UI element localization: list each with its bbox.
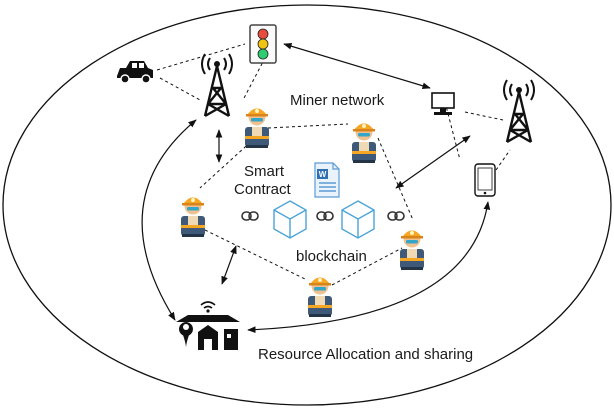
data-flow-arrows [141, 42, 491, 334]
smart-home-icon [176, 301, 240, 350]
computer-icon [431, 92, 455, 115]
chain-link-icon [241, 211, 259, 221]
miner-icon [400, 230, 424, 270]
chain-link-icon [387, 211, 405, 221]
miner-network-label: Miner network [290, 92, 385, 109]
miner-icon [181, 197, 205, 237]
blockchain-label: blockchain [296, 248, 367, 265]
miner-icon [245, 108, 269, 148]
smart-contract-label-line2: Contract [234, 181, 292, 198]
blockchain-cube-icon [273, 200, 307, 239]
tablet-icon [474, 163, 496, 197]
car-icon [117, 61, 153, 84]
blockchain-cube-icon [341, 200, 375, 239]
location-pin-icon [178, 322, 193, 348]
document-icon: W [314, 162, 340, 198]
wifi-icon [200, 301, 216, 309]
network-boundary [2, 4, 612, 406]
smart-contract-label-line1: Smart [244, 163, 285, 180]
doc-icon-letter: W [319, 170, 327, 179]
chain-link-icon [316, 211, 334, 221]
traffic-light-icon [249, 24, 277, 64]
cell-tower-icon [200, 52, 234, 118]
cell-tower-icon [502, 78, 536, 144]
miner-icon [352, 123, 376, 163]
miner-icon [308, 277, 332, 317]
resource-allocation-label: Resource Allocation and sharing [258, 346, 473, 363]
